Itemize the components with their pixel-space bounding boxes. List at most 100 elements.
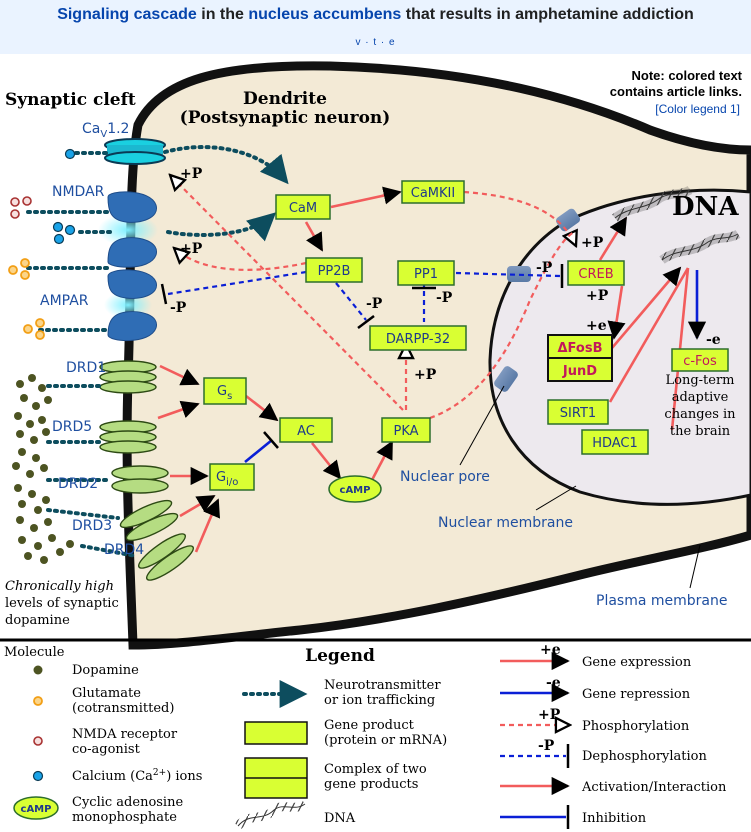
node-ac[interactable]: AC xyxy=(279,417,333,443)
note-line1: Note: colored text xyxy=(631,68,742,83)
svg-text:Gs: Gs xyxy=(217,384,232,402)
svg-text:-P: -P xyxy=(170,300,187,316)
nmdar-label[interactable]: NMDAR xyxy=(52,184,105,200)
drd-receptors xyxy=(99,360,194,581)
gio-ac-bar xyxy=(263,431,279,449)
ampar-label[interactable]: AMPAR xyxy=(40,293,89,309)
title-text: in the xyxy=(196,6,249,23)
plasma-membrane-pointer xyxy=(689,544,701,589)
node-pp1[interactable]: PP1 xyxy=(397,260,455,286)
legend-dopamine-icon xyxy=(33,665,43,675)
chronic-label-3: dopamine xyxy=(5,613,70,628)
chronic-label-1: Chronically high xyxy=(5,579,114,594)
plasma-membrane-label[interactable]: Plasma membrane xyxy=(596,593,727,609)
legend-camp-icon-text: cAMP xyxy=(21,804,52,815)
node-gs[interactable]: Gs xyxy=(203,377,247,405)
vte-links[interactable]: v · t · e xyxy=(355,37,396,48)
legend-phosphorylation: +P Phosphorylation xyxy=(500,707,690,734)
legend-glutamate-icon xyxy=(33,696,43,706)
nmda-coagonists xyxy=(10,196,32,219)
legend-dna: DNA xyxy=(324,811,356,826)
legend-complex-1: Complex of two xyxy=(324,762,427,777)
cav12-channel xyxy=(104,138,166,165)
svg-text:+P: +P xyxy=(180,241,203,257)
node-cam[interactable]: CaM xyxy=(275,194,331,220)
svg-text:cAMP: cAMP xyxy=(340,485,371,496)
legend-gene-expression: +e Gene expression xyxy=(500,642,692,671)
dna-strand-1 xyxy=(612,185,693,222)
svg-text:Phosphorylation: Phosphorylation xyxy=(582,719,690,734)
cav-label[interactable]: CaV1.2 xyxy=(82,121,129,140)
svg-text:the brain: the brain xyxy=(670,424,731,439)
svg-text:CaMKII: CaMKII xyxy=(411,186,455,201)
legend-nmda-1: NMDA receptor xyxy=(72,727,178,742)
legend-title: Legend xyxy=(305,646,375,666)
node-camkii[interactable]: CaMKII xyxy=(401,180,465,204)
dopamine-molecules xyxy=(12,374,74,564)
legend-dephosphorylation: -P Dephosphorylation xyxy=(500,738,708,768)
dephosphorylation-lines xyxy=(167,270,561,322)
svg-text:DARPP-32: DARPP-32 xyxy=(386,332,450,347)
legend-nmda-icon xyxy=(33,736,43,746)
title-link-signaling-cascade[interactable]: Signaling cascade xyxy=(57,6,197,23)
svg-text:PKA: PKA xyxy=(393,424,418,439)
svg-text:Dephosphorylation: Dephosphorylation xyxy=(582,749,708,764)
figure-header: Signaling cascade in the nucleus accumbe… xyxy=(0,0,751,54)
synaptic-cleft-label: Synaptic cleft xyxy=(5,90,136,110)
nuclear-membrane-label[interactable]: Nuclear membrane xyxy=(438,515,573,531)
node-pka[interactable]: PKA xyxy=(381,417,431,443)
dendrite-label: Dendrite xyxy=(243,89,327,109)
svg-text:Gi/o: Gi/o xyxy=(216,470,238,488)
legend-camp-icon xyxy=(13,796,59,820)
svg-text:Activation/Interaction: Activation/Interaction xyxy=(581,780,727,795)
node-pp2b[interactable]: PP2B xyxy=(305,257,363,283)
svg-text:-e: -e xyxy=(546,675,561,691)
color-legend-link[interactable]: [Color legend 1] xyxy=(655,102,740,116)
node-sirt1[interactable]: SIRT1 xyxy=(547,399,609,425)
node-camp[interactable]: cAMP xyxy=(328,475,382,503)
long-term-changes-label: Long-term adaptive changes in the brain xyxy=(664,373,736,439)
node-dfosb-jund-complex[interactable]: ΔFosB JunD xyxy=(547,334,613,382)
drd3-label[interactable]: DRD3 xyxy=(72,518,112,534)
node-hdac1[interactable]: HDAC1 xyxy=(581,429,649,455)
svg-text:changes in: changes in xyxy=(664,407,736,422)
node-gio[interactable]: Gi/o xyxy=(209,463,255,491)
trafficking-arrows xyxy=(26,145,289,558)
svg-text:+e: +e xyxy=(540,642,561,658)
svg-text:+P: +P xyxy=(538,707,561,723)
phosphorylation-arrows xyxy=(170,175,576,420)
svg-text:PP2B: PP2B xyxy=(318,264,351,279)
drd4-label[interactable]: DRD4 xyxy=(104,542,144,558)
nuclear-membrane-pointer xyxy=(535,485,577,511)
inhibition-bars xyxy=(160,264,564,329)
drd2-label[interactable]: DRD2 xyxy=(58,476,98,492)
sign-labels: +P +P -P -P -P -P +P +P +P +e -e xyxy=(170,166,721,383)
svg-text:+P: +P xyxy=(581,235,604,251)
calcium-ions xyxy=(52,148,76,245)
drd1-label[interactable]: DRD1 xyxy=(66,360,106,376)
dna-strand-2 xyxy=(659,229,741,264)
nmdar-receptor xyxy=(98,191,158,268)
title-link-nucleus-accumbens[interactable]: nucleus accumbens xyxy=(248,6,402,23)
legend-dna-icon xyxy=(234,800,308,830)
legend-trafficking-2: or ion trafficking xyxy=(324,693,435,708)
nuclear-pore-top xyxy=(555,208,581,232)
legend-activation: Activation/Interaction xyxy=(500,776,727,796)
svg-text:Gene repression: Gene repression xyxy=(582,687,691,702)
node-cfos[interactable]: c-Fos xyxy=(671,348,729,372)
nuclear-pore-label[interactable]: Nuclear pore xyxy=(400,469,490,485)
legend-camp-2: monophosphate xyxy=(72,810,177,825)
svg-text:PP1: PP1 xyxy=(414,267,438,282)
svg-text:Gene expression: Gene expression xyxy=(582,655,692,670)
nucleus xyxy=(488,188,751,506)
svg-text:CREB: CREB xyxy=(578,267,613,282)
legend-gene-product-icon xyxy=(244,721,308,745)
svg-text:adaptive: adaptive xyxy=(672,390,729,405)
legend-gene-product-2: (protein or mRNA) xyxy=(324,733,447,748)
svg-text:Inhibition: Inhibition xyxy=(582,811,647,826)
node-darpp32[interactable]: DARPP-32 xyxy=(369,325,467,351)
svg-text:CaM: CaM xyxy=(289,201,317,216)
node-creb[interactable]: CREB xyxy=(567,260,625,286)
drd5-label[interactable]: DRD5 xyxy=(52,419,92,435)
svg-text:ΔFosB: ΔFosB xyxy=(558,341,603,356)
